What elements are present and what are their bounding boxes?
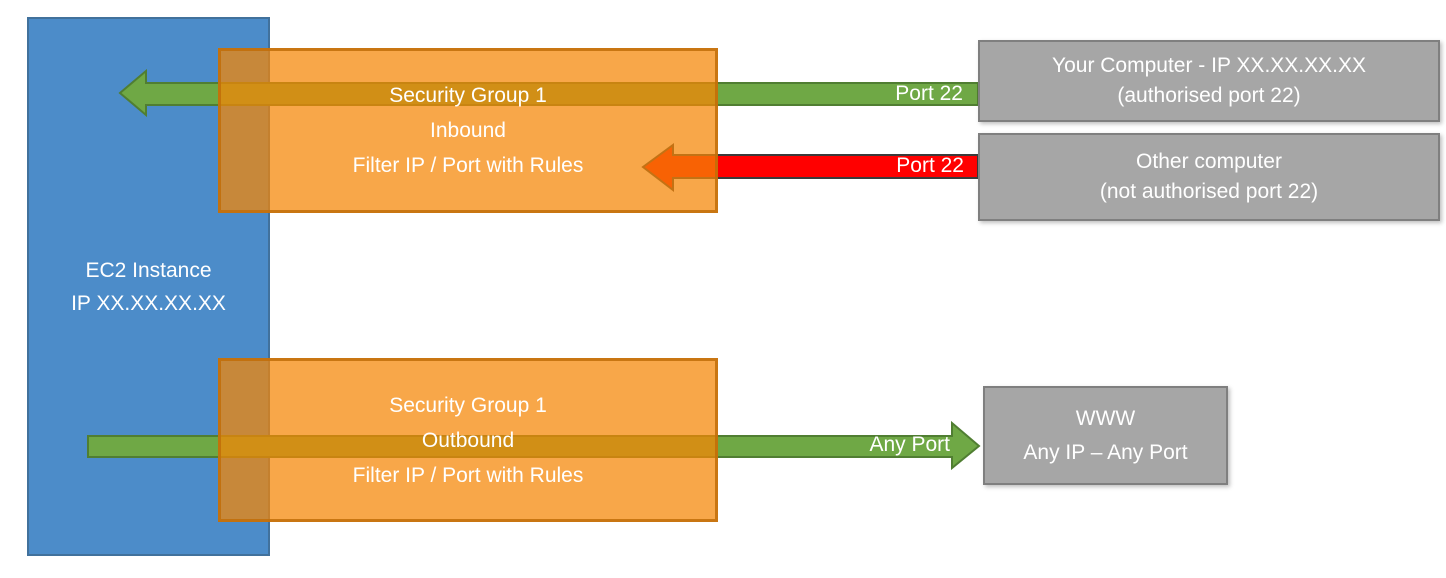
www-box: WWW Any IP – Any Port bbox=[983, 386, 1228, 485]
inbound-direction: Inbound bbox=[430, 119, 506, 142]
other-computer-subtitle: (not authorised port 22) bbox=[1099, 180, 1319, 203]
outbound-description: Filter IP / Port with Rules bbox=[352, 463, 584, 487]
inbound-blocked-port-label: Port 22 bbox=[896, 154, 964, 177]
other-computer-title: Other computer bbox=[1136, 150, 1282, 173]
outbound-port-label: Any Port bbox=[869, 433, 950, 456]
other-computer-box: Other computer (not authorised port 22) bbox=[978, 133, 1440, 221]
ec2-instance-label: EC2 Instance bbox=[85, 258, 212, 282]
your-computer-subtitle: (authorised port 22) bbox=[1117, 84, 1301, 107]
your-computer-box: Your Computer - IP XX.XX.XX.XX (authoris… bbox=[978, 40, 1440, 122]
www-subtitle: Any IP – Any Port bbox=[1023, 440, 1188, 464]
security-group-inbound-box: Security Group 1 Inbound Filter IP / Por… bbox=[218, 48, 718, 213]
inbound-allowed-port-label: Port 22 bbox=[895, 82, 963, 105]
outbound-title: Security Group 1 bbox=[389, 393, 547, 417]
security-group-outbound-box: Security Group 1 Outbound Filter IP / Po… bbox=[218, 358, 718, 522]
inbound-description: Filter IP / Port with Rules bbox=[352, 154, 584, 177]
inbound-title: Security Group 1 bbox=[389, 84, 547, 107]
outbound-direction: Outbound bbox=[421, 428, 515, 452]
your-computer-title: Your Computer - IP XX.XX.XX.XX bbox=[1052, 54, 1366, 77]
www-title: WWW bbox=[1075, 406, 1136, 430]
ec2-instance-ip: IP XX.XX.XX.XX bbox=[71, 291, 226, 315]
